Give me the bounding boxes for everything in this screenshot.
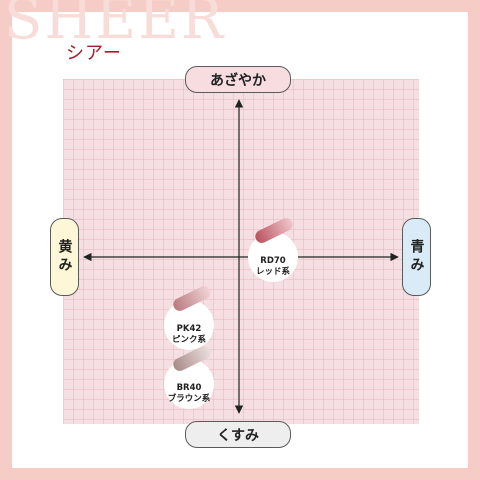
- product-family: ブラウン系: [167, 394, 211, 404]
- axis-label-yellowish: 黄み: [50, 218, 79, 296]
- axis-label-vivid: あざやか: [185, 66, 291, 93]
- axis-label-muted: くすみ: [185, 421, 291, 448]
- product-family: ピンク系: [171, 335, 206, 345]
- product-code: PK42: [176, 324, 202, 334]
- product-family: レッド系: [255, 267, 290, 277]
- axis-label-bluish: 青み: [402, 218, 431, 296]
- product-rd70: RD70 レッド系: [248, 215, 298, 282]
- product-code: BR40: [176, 383, 202, 393]
- watermark: SHEER: [4, 0, 226, 52]
- product-br40: BR40 ブラウン系: [164, 343, 214, 409]
- subtitle: シアー: [66, 43, 122, 64]
- product-code: RD70: [260, 256, 286, 266]
- product-pk42: PK42 ピンク系: [164, 283, 214, 350]
